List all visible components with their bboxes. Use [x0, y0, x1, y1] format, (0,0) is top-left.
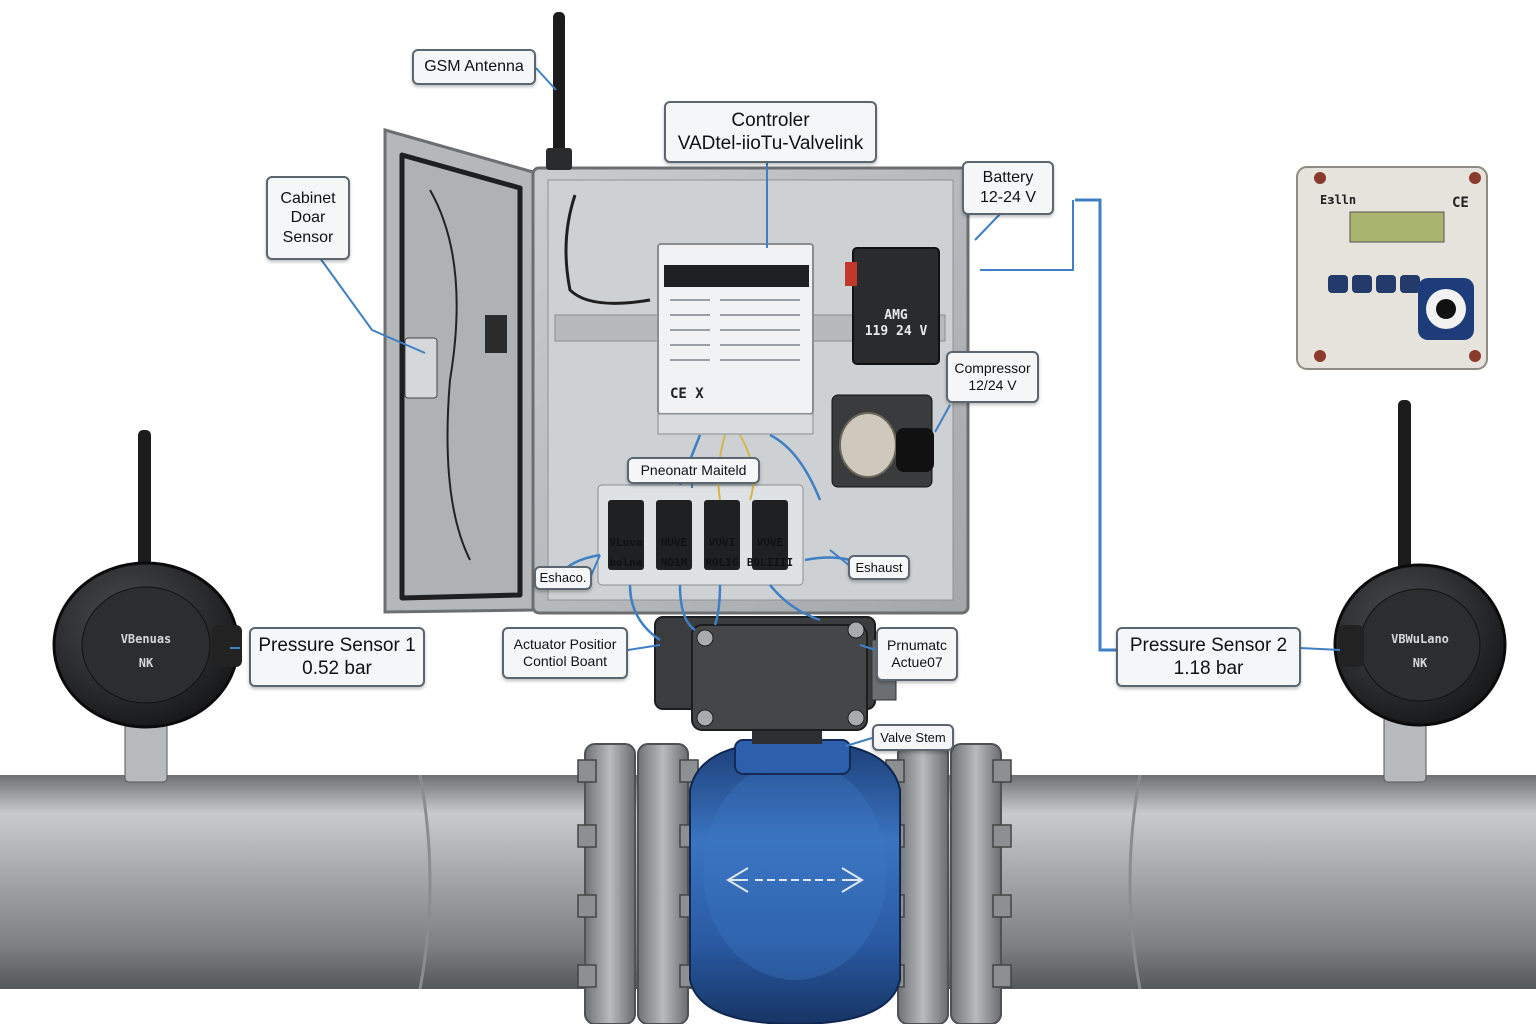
exhaust-left-label: Eshaco. — [534, 566, 592, 590]
solenoid-3-mark-1: VUVI — [709, 536, 736, 549]
gsm-antenna-label: GSM Antenna — [412, 49, 536, 85]
valve-stem-label: Valve Stem — [872, 724, 954, 751]
battery-label-line-2: 12-24 V — [979, 189, 1037, 206]
pressure-sensor-2-name: Pressure Sensor 2 — [1129, 634, 1288, 656]
compressor-label: Compressor 12/24 V — [946, 351, 1039, 403]
gsm-antenna-label-text: GSM Antenna — [424, 58, 524, 76]
battery-mark-2: 119 24 V — [865, 324, 928, 339]
compressor-label-line-2: 12/24 V — [968, 377, 1017, 393]
controller-ce-mark: CE X — [670, 386, 704, 402]
battery-mark-1: AMG — [884, 308, 908, 323]
door-sensor-magnet — [485, 315, 507, 353]
antenna-cable — [564, 194, 651, 305]
actuator-position-board-label: Actuator Positior Contiol Boant — [502, 627, 628, 679]
solenoid-2-mark-1: NUVE — [661, 536, 688, 549]
solenoid-3-mark-2: ROLIG — [705, 556, 738, 569]
pneumatic-manifold-block — [597, 484, 804, 586]
remote-unit-ce-mark: CE — [1452, 195, 1469, 211]
pressure-sensor-2-value: 1.18 bar — [1173, 658, 1244, 679]
cabinet-door-sensor-line-1: Cabinet — [280, 189, 336, 207]
device-markings: CE X AMG 119 24 V VLuva bolne NUVE ND1M … — [121, 193, 1469, 670]
pressure-sensor-1-label: Pressure Sensor 1 0.52 bar — [249, 627, 425, 687]
battery-pack — [845, 247, 940, 365]
pressure-sensor-1-name: Pressure Sensor 1 — [258, 634, 416, 656]
pneumatic-actuator-label: Prnumatc Actue07 — [876, 627, 958, 681]
exhaust-right-label-text: Eshaust — [855, 559, 903, 575]
sensor-1-face-mark-2: NK — [139, 656, 154, 670]
compressor-unit — [831, 394, 934, 488]
remote-display-unit — [1296, 166, 1488, 370]
remote-unit-brand-mark: Eɜlln — [1320, 193, 1356, 207]
door-sensor-body — [404, 337, 438, 399]
pressure-sensor-2-label: Pressure Sensor 2 1.18 bar — [1116, 627, 1301, 687]
controller-label-line-2: VADtel-iioTu-Valvelink — [677, 133, 864, 154]
sensor-1-face-mark-1: VBenuas — [121, 632, 172, 646]
pneumatic-actuator-line-1: Prnumatc — [887, 636, 947, 653]
exhaust-right-label: Eshaust — [848, 555, 910, 580]
flange-left — [577, 743, 699, 1024]
pressure-sensor-1-device — [52, 430, 242, 783]
actuator-position-board-line-1: Actuator Positior — [513, 635, 617, 652]
controller-label: Controler VADtel-iioTu-Valvelink — [664, 101, 877, 163]
cabinet-door-sensor-line-2: Doar — [290, 209, 326, 227]
pneumatic-actuator-line-2: Actue07 — [891, 654, 943, 670]
controller-module — [657, 243, 814, 435]
pipe-weld-right — [1128, 774, 1142, 990]
actuator-position-board-line-2: Contiol Boant — [522, 653, 608, 669]
pressure-sensor-1-value: 0.52 bar — [302, 658, 372, 679]
solenoid-1-mark-1: VLuva — [609, 536, 642, 549]
flow-arrow-icon — [726, 867, 864, 893]
pneumatic-manifold-label-text: Pneonatr Maiteld — [640, 461, 747, 478]
solenoid-2-mark-2: ND1M — [661, 556, 688, 569]
controller-label-line-1: Controler — [731, 109, 810, 131]
sensor-2-face-mark-1: VBWuLano — [1391, 632, 1449, 646]
sensor-2-face-mark-2: NK — [1413, 656, 1428, 670]
solenoid-4-mark-1: VUVE — [757, 536, 784, 549]
lcd-screen — [1349, 211, 1445, 243]
valve-body — [689, 739, 901, 1024]
pneumatic-actuator-box — [654, 616, 897, 744]
battery-label-line-1: Battery — [982, 169, 1034, 187]
cabinet-door-sensor-line-3: Sensor — [282, 228, 334, 246]
solenoid-4-mark-2: BDLIIII — [747, 556, 793, 569]
valve-stem-label-text: Valve Stem — [880, 729, 946, 745]
solenoid-1-mark-2: bolne — [609, 556, 642, 569]
gsm-antenna-rod — [553, 12, 565, 162]
pneumatic-manifold-label: Pneonatr Maiteld — [627, 457, 760, 484]
leader-lines — [230, 67, 1341, 747]
battery-label: Battery 12-24 V — [962, 161, 1054, 215]
pressure-sensor-2-device — [1333, 400, 1507, 783]
cabinet-door-sensor-label: Cabinet Doar Sensor — [266, 176, 350, 260]
flange-right — [885, 743, 1012, 1024]
pipe-weld-left — [418, 774, 432, 990]
compressor-label-line-1: Compressor — [954, 359, 1031, 376]
control-cabinet — [383, 12, 970, 642]
exhaust-left-label-text: Eshaco. — [539, 570, 587, 586]
valve-bonnet — [734, 739, 851, 775]
